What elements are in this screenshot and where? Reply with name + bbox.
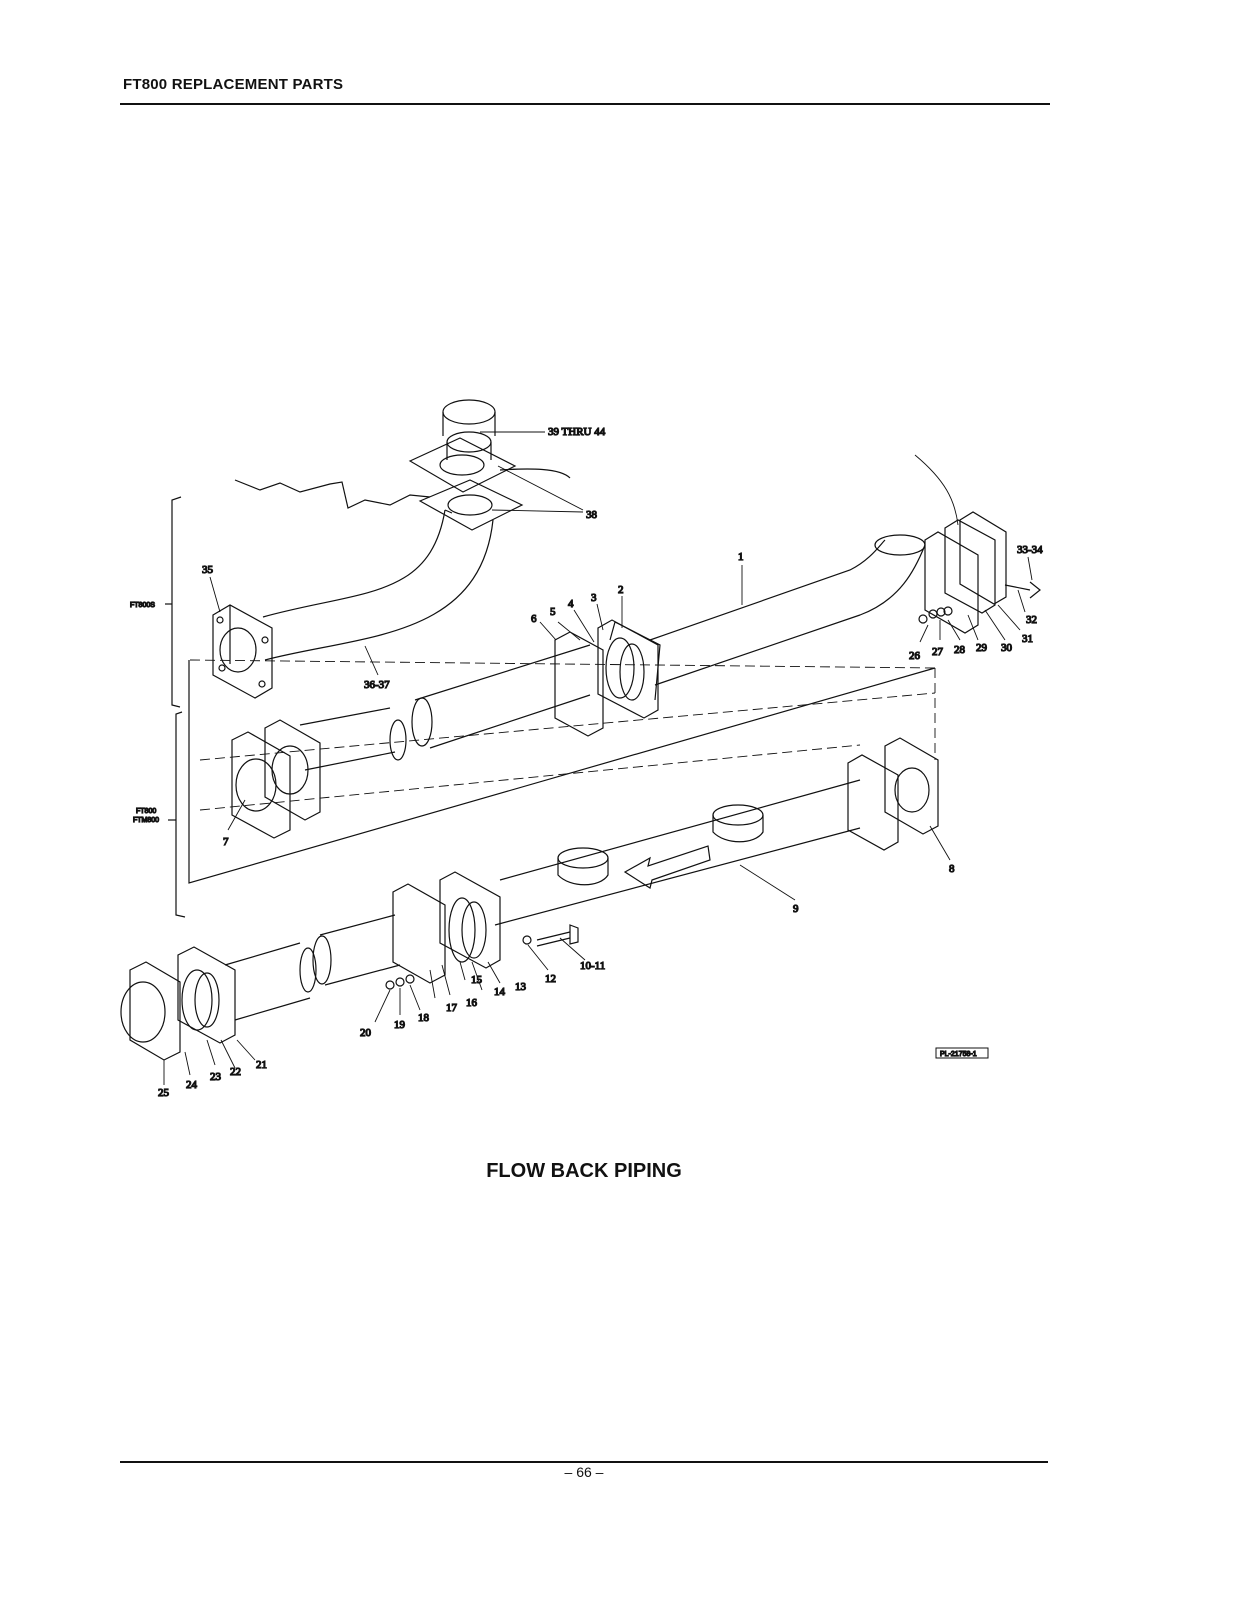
group-brackets bbox=[165, 496, 936, 918]
callout-15: 15 bbox=[471, 974, 483, 986]
callout-24: 24 bbox=[186, 1079, 198, 1091]
coupling-flanges-lower bbox=[224, 871, 501, 1021]
callout-16: 16 bbox=[466, 997, 478, 1009]
right-end-plates bbox=[924, 511, 1041, 634]
callout-18: 18 bbox=[418, 1012, 430, 1024]
callout-27: 27 bbox=[932, 646, 944, 658]
reference-code: PL-21758-1 bbox=[940, 1051, 977, 1058]
ft800-flanges bbox=[231, 719, 321, 839]
footer-divider bbox=[120, 1461, 1048, 1463]
callout-13: 13 bbox=[515, 981, 527, 993]
callout-10-11: 10-11 bbox=[580, 960, 605, 972]
callout-25: 25 bbox=[158, 1087, 170, 1099]
callout-7: 7 bbox=[223, 836, 229, 848]
callout-3: 3 bbox=[591, 592, 597, 604]
reference-code-box bbox=[935, 1047, 989, 1059]
alignment-lines bbox=[189, 659, 936, 811]
coupling-flanges-upper bbox=[554, 619, 661, 737]
callout-12: 12 bbox=[545, 973, 556, 985]
callout-4: 4 bbox=[568, 598, 574, 610]
flange-35 bbox=[212, 604, 273, 699]
callout-39-thru-44: 39 THRU 44 bbox=[548, 426, 606, 438]
callout-6: 6 bbox=[531, 613, 537, 625]
callout-30: 30 bbox=[1001, 642, 1013, 654]
callout-1: 1 bbox=[738, 551, 744, 563]
end-flanges bbox=[120, 946, 236, 1061]
leader-lines bbox=[163, 431, 1033, 1085]
callout-22: 22 bbox=[230, 1066, 241, 1078]
header-divider bbox=[120, 103, 1050, 105]
callout-20: 20 bbox=[360, 1027, 372, 1039]
callout-9: 9 bbox=[793, 903, 799, 915]
callout-36-37: 36-37 bbox=[364, 679, 390, 691]
callout-38: 38 bbox=[586, 509, 598, 521]
callout-26: 26 bbox=[909, 650, 921, 662]
group-label-ftm800: FTM800 bbox=[133, 817, 159, 824]
lower-pipe-9 bbox=[494, 737, 939, 926]
callout-35: 35 bbox=[202, 564, 214, 576]
callout-31: 31 bbox=[1022, 633, 1033, 645]
callout-32: 32 bbox=[1026, 614, 1037, 626]
callout-14: 14 bbox=[494, 986, 506, 998]
callout-2: 2 bbox=[618, 584, 624, 596]
callout-23: 23 bbox=[210, 1071, 222, 1083]
callout-21: 21 bbox=[256, 1059, 267, 1071]
diagram-caption: FLOW BACK PIPING bbox=[486, 1160, 682, 1182]
callout-8: 8 bbox=[949, 863, 955, 875]
callout-19: 19 bbox=[394, 1019, 406, 1031]
group-label-ft800: FT800 bbox=[136, 808, 156, 815]
page-header-title: FT800 REPLACEMENT PARTS bbox=[123, 76, 344, 93]
hardware-fasteners bbox=[385, 606, 953, 990]
main-pipe-1 bbox=[299, 534, 926, 771]
callout-33-34: 33-34 bbox=[1017, 544, 1043, 556]
group-label-ft800s: FT800S bbox=[130, 602, 155, 609]
vent-pipe-upper bbox=[234, 399, 571, 661]
page-number: – 66 – bbox=[564, 1464, 604, 1480]
callout-28: 28 bbox=[954, 644, 966, 656]
callout-17: 17 bbox=[446, 1002, 458, 1014]
callout-5: 5 bbox=[550, 606, 556, 618]
callout-29: 29 bbox=[976, 642, 988, 654]
